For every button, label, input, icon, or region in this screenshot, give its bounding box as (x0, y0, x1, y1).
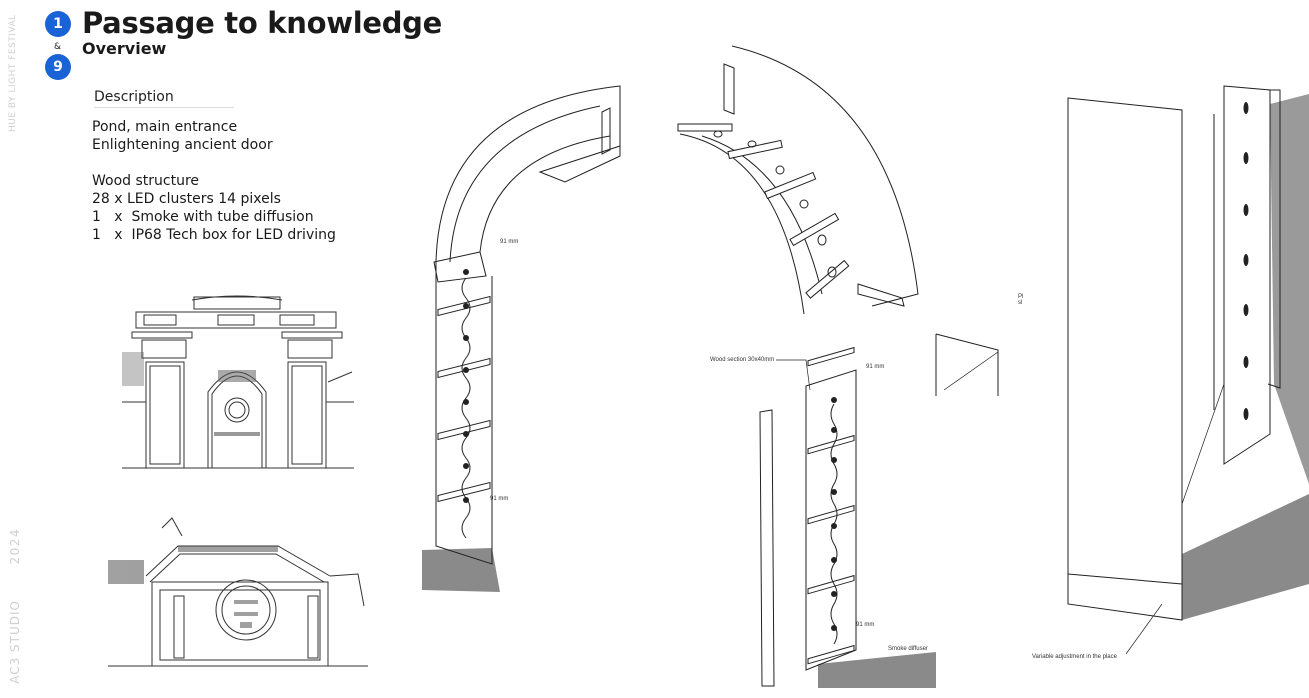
front-panel-drawing: Wood section 30x40mm 91 mm 91 mm Smoke d… (710, 333, 999, 688)
studio-label: AC3 STUDIO (8, 600, 22, 684)
festival-label: HUE BY LIGHT FESTIVAL (8, 14, 18, 132)
dimension-label-front: 91 mm (866, 364, 884, 370)
description-line: Wood structure (92, 173, 200, 189)
description-line: 28 x LED clusters 14 pixels (92, 191, 281, 207)
wood-section-label: Wood section 30x40mm (710, 357, 774, 363)
page-subtitle: Overview (82, 39, 167, 58)
dimension-label-front-bottom: 91 mm (856, 622, 874, 628)
badge-joiner: & (54, 42, 62, 52)
description-line: Pond, main entrance (92, 119, 238, 135)
description-line: 1 x Smoke with tube diffusion (92, 209, 314, 225)
gate-facade-photo (122, 295, 354, 469)
description-line: Enlightening ancient door (92, 137, 273, 153)
partial-label: sl (1018, 300, 1022, 306)
description-heading: Description (94, 89, 234, 108)
smoke-diffuser-label: Smoke diffuser (888, 646, 928, 652)
side-panel-drawing: Variable adjustment in the place Pl sl (1018, 85, 1309, 660)
description-line: 1 x IP68 Tech box for LED driving (92, 227, 336, 243)
dimension-label-bottom: 91 mm (490, 496, 508, 502)
partial-label: Pl (1018, 294, 1023, 300)
page-number-badge-secondary: 9 (45, 54, 71, 80)
year-label: 2024 (8, 528, 22, 565)
page-title: Passage to knowledge (82, 6, 442, 40)
page-number-badge: 1 (45, 11, 71, 37)
dimension-label-top: 91 mm (500, 239, 518, 245)
round-window-photo (108, 517, 368, 667)
variable-adjustment-label: Variable adjustment in the place (1032, 654, 1118, 660)
arch-top-segment-drawing (677, 45, 919, 315)
arch-assembly-drawing: 91 mm 91 mm (422, 85, 621, 592)
